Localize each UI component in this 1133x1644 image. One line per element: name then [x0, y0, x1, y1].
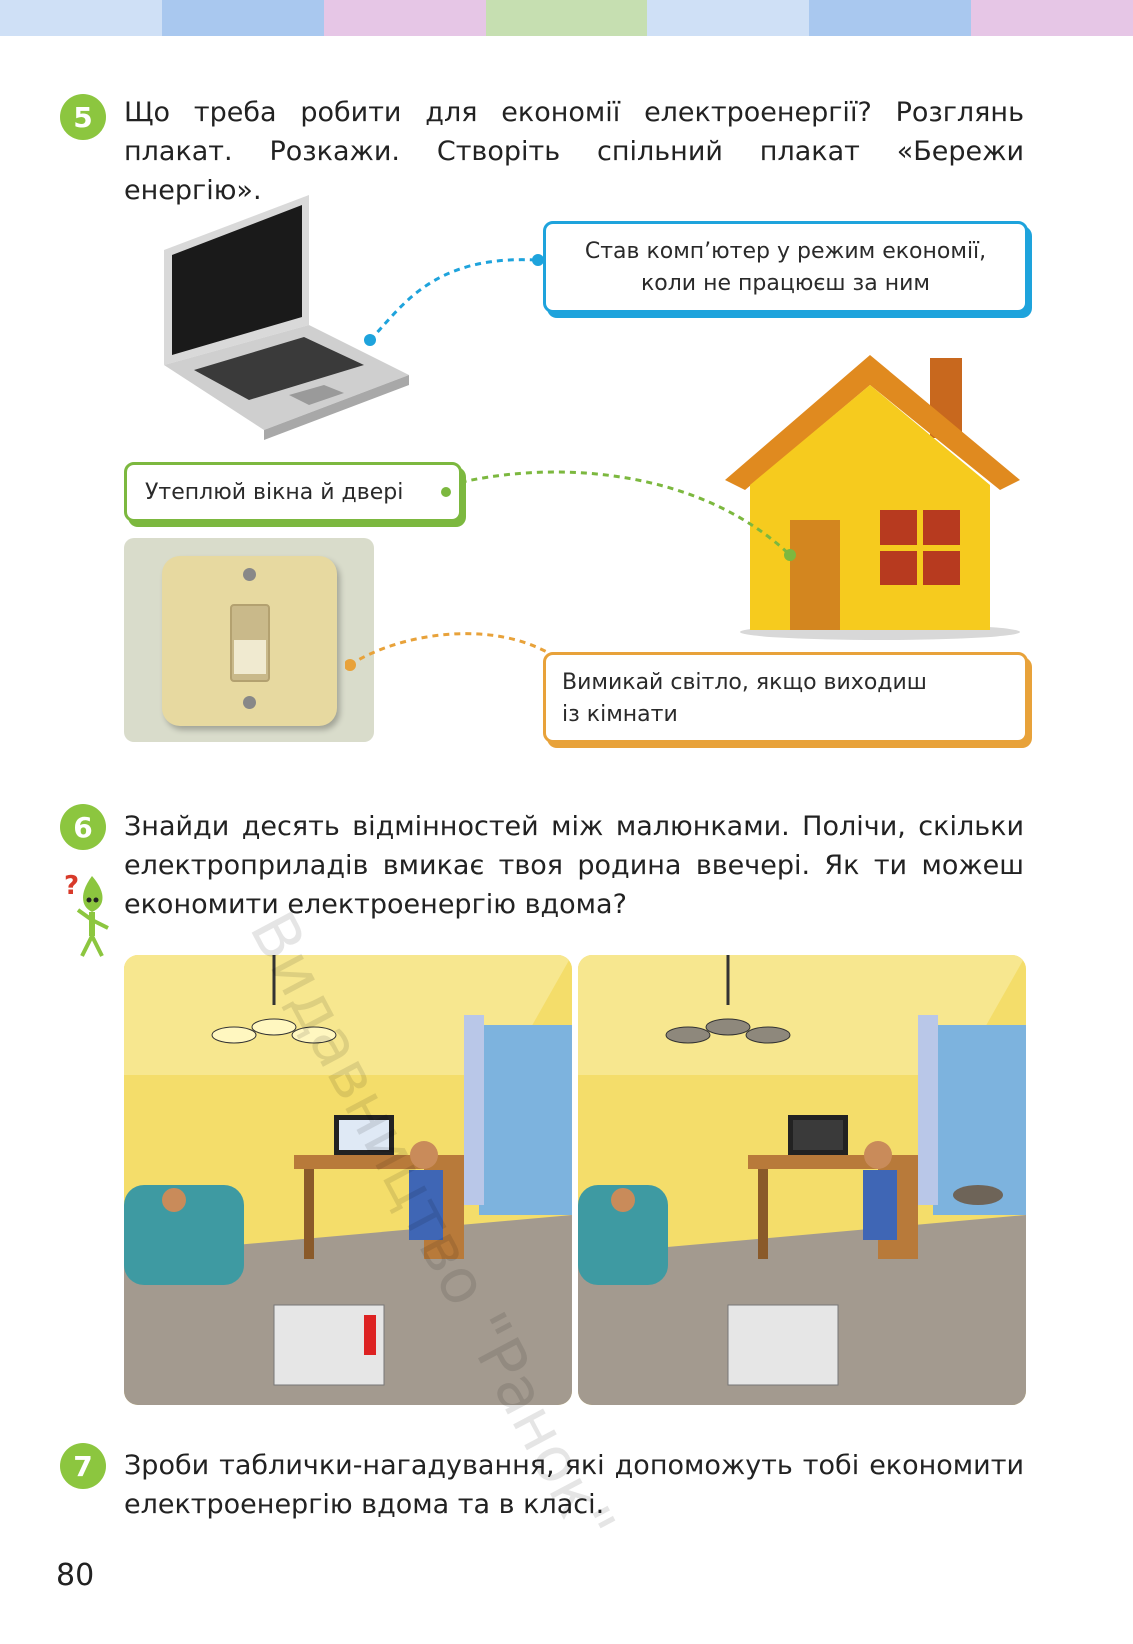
strip-segment-1 — [0, 0, 162, 36]
strip-segment-2 — [161, 0, 324, 36]
question-mascot-icon: ? — [64, 871, 109, 957]
callout-light-line2: із кімнати — [562, 702, 678, 727]
light-switch-icon — [124, 538, 374, 742]
switch-plate — [162, 556, 337, 726]
task-5-text: Що треба робити для економії електроенер… — [124, 97, 1024, 206]
callout-windows-dot — [441, 487, 451, 497]
laptop-icon — [164, 195, 409, 440]
room-illustration-left — [124, 955, 572, 1405]
computer-connector — [364, 254, 544, 346]
task-6-text: Знайди десять відмінностей між малюнками… — [124, 811, 1024, 920]
house-icon — [725, 355, 1020, 640]
strip-segment-4 — [485, 0, 648, 36]
switch-screw-bottom — [243, 696, 256, 709]
callout-windows: Утеплюй вікна й двері — [124, 462, 462, 522]
task-6-number: 6 — [60, 804, 106, 850]
switch-toggle-face — [234, 640, 266, 674]
callout-computer-line1: Став комп’ютер у режим економії, — [584, 239, 987, 264]
strip-segment-3 — [323, 0, 486, 36]
windows-connector — [449, 470, 796, 561]
strip-segment-5 — [647, 0, 810, 36]
callout-windows-text: Утеплюй вікна й двері — [145, 480, 404, 505]
task-5-number: 5 — [60, 94, 106, 140]
strip-segment-7 — [971, 0, 1133, 36]
switch-toggle — [230, 604, 270, 682]
room-illustration-right — [578, 955, 1026, 1405]
header-color-strip — [0, 0, 1133, 36]
callout-light-line1: Вимикай світло, якщо виходиш — [562, 670, 927, 695]
switch-screw-top — [243, 568, 256, 581]
page-number: 80 — [56, 1558, 95, 1593]
callout-computer: Став комп’ютер у режим економії, коли не… — [543, 221, 1028, 313]
callout-computer-line2: коли не працюєш за ним — [641, 271, 930, 296]
strip-segment-6 — [809, 0, 972, 36]
svg-text:?: ? — [64, 871, 79, 901]
task-7-text: Зроби таблички-нагадування, які допоможу… — [124, 1450, 1024, 1520]
light-connector — [345, 632, 566, 671]
task-7-number: 7 — [60, 1443, 106, 1489]
callout-light: Вимикай світло, якщо виходиш із кімнати — [543, 652, 1028, 743]
